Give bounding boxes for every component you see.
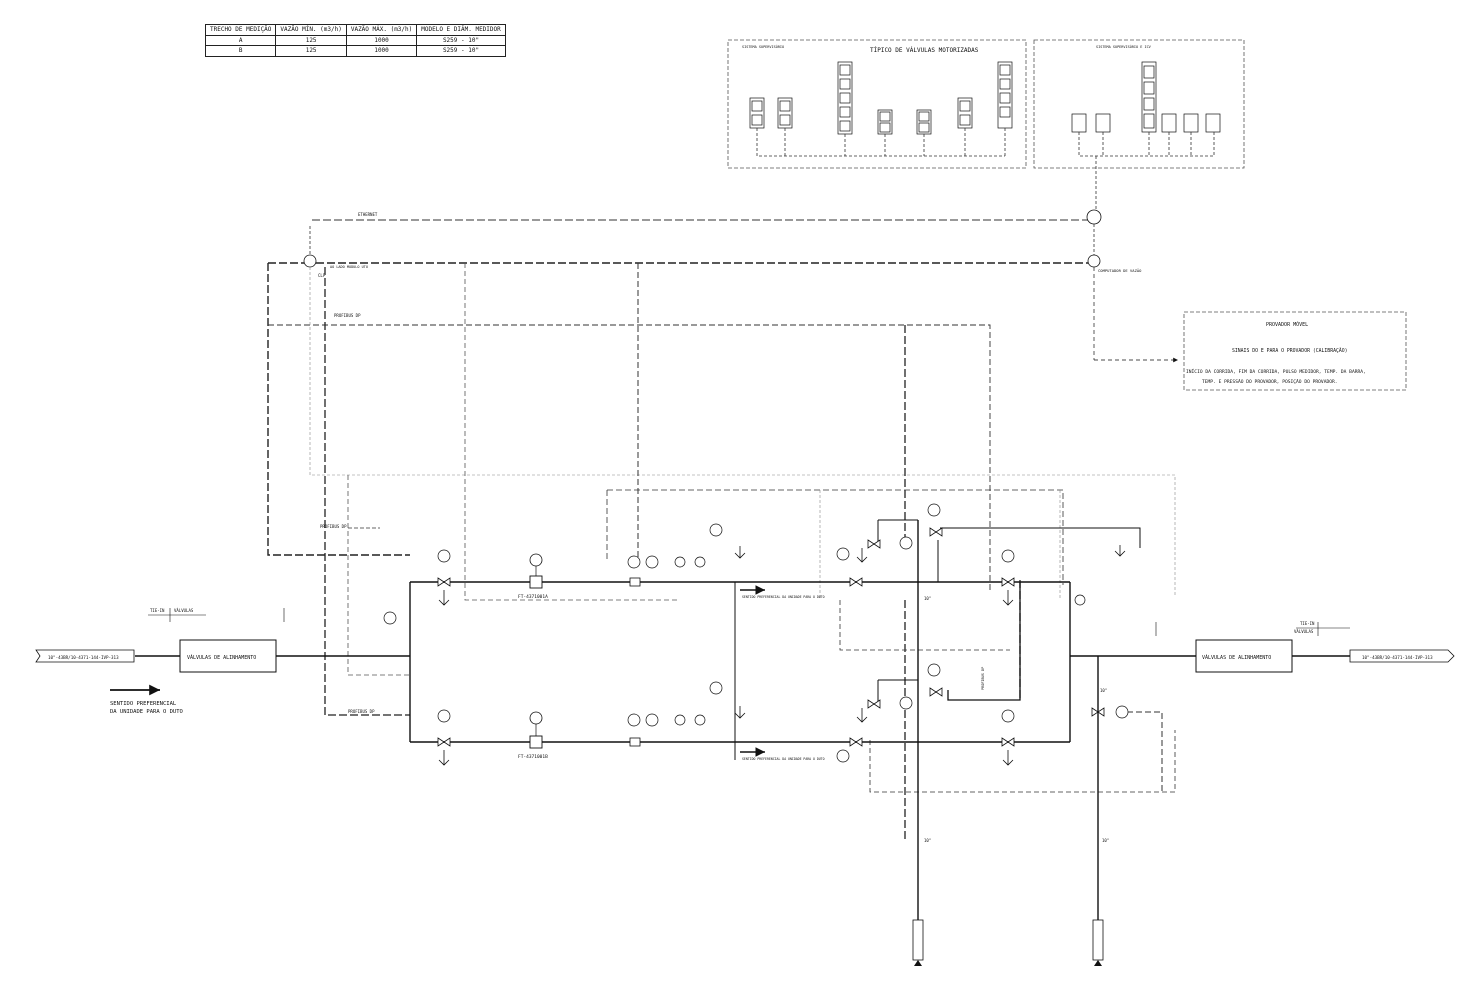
clp-symbol bbox=[303, 254, 317, 268]
valvulas-left-label: VÁLVULAS DE ALINHAMENTO bbox=[187, 654, 256, 661]
outlet-tag: 10"-43BR/10-4371-144-IVP-313 bbox=[1349, 649, 1455, 663]
run-arrows: SENTIDO PREFERENCIAL DA UNIDADE PARA O D… bbox=[740, 585, 825, 761]
table-header-row: TRECHO DE MEDIÇÃO VAZÃO MÍN. (m3/h) VAZÃ… bbox=[204, 24, 506, 36]
bottom-tags bbox=[912, 919, 1104, 966]
size-label: 10" bbox=[1102, 838, 1109, 843]
valvulas-alinhamento-left: VÁLVULAS DE ALINHAMENTO bbox=[179, 639, 277, 673]
process-piping bbox=[135, 519, 1352, 940]
sistema-left-label: SISTEMA SUPERVISÓRIO bbox=[742, 44, 784, 49]
provador-desc-1: INÍCIO DA CORRIDA, FIM DA CORRIDA, PULSO… bbox=[1186, 367, 1366, 375]
table-row: B 125 1000 S259 - 10" bbox=[204, 45, 506, 57]
computador-vazao-label: COMPUTADOR DE VAZÃO bbox=[1098, 268, 1142, 273]
profibus-bottom-label: PROFIBUS DP bbox=[348, 709, 375, 714]
flow-meter-b: FT-4371001B bbox=[518, 711, 548, 760]
size-label: 10" bbox=[924, 596, 931, 601]
sentido-line-2: DA UNIDADE PARA O DUTO bbox=[110, 709, 183, 715]
ethernet-label: ETHERNET bbox=[358, 212, 378, 217]
table-cell: S259 - 10" bbox=[416, 45, 506, 57]
flow-meter-a: FT-4371001A bbox=[518, 553, 548, 600]
tag-right: 10"-43BR/10-4371-144-IVP-313 bbox=[1362, 655, 1433, 660]
measurement-table: TRECHO DE MEDIÇÃO VAZÃO MÍN. (m3/h) VAZÃ… bbox=[204, 24, 506, 57]
tag-left: 10"-43BR/10-4371-144-IVP-313 bbox=[48, 655, 119, 660]
tie-in-left-label: TIE-IN bbox=[150, 608, 165, 613]
size-label: 10" bbox=[924, 838, 931, 843]
sistema-right-label: SISTEMA SUPERVISÓRIO E ICV bbox=[1096, 44, 1152, 49]
instrument-bubbles bbox=[383, 503, 1129, 763]
flow-computer-symbol bbox=[1087, 254, 1101, 268]
provador-title: PROVADOR MÓVEL bbox=[1266, 321, 1308, 328]
drains bbox=[438, 545, 1126, 766]
sentido-small-b: SENTIDO PREFERENCIAL DA UNIDADE PARA O D… bbox=[742, 757, 825, 761]
size-label: 10" bbox=[1100, 688, 1107, 693]
profibus-mid-label: PROFIBUS DP bbox=[320, 524, 347, 529]
profibus-top-label: PROFIBUS DP bbox=[334, 313, 361, 318]
sentido-small-a: SENTIDO PREFERENCIAL DA UNIDADE PARA O D… bbox=[742, 595, 825, 599]
valvulas-sp-right: VÁLVULAS bbox=[1294, 629, 1314, 634]
table-cell: 1000 bbox=[345, 45, 418, 57]
valvulas-right-label: VÁLVULAS DE ALINHAMENTO bbox=[1202, 654, 1271, 661]
valves bbox=[437, 527, 1105, 747]
supervisory-box-left: SISTEMA SUPERVISÓRIO TÍPICO DE VÁLVULAS … bbox=[727, 39, 1027, 169]
sentido-line-1: SENTIDO PREFERENCIAL bbox=[110, 701, 177, 707]
provador-sub: SINAIS DO E PARA O PROVADOR (CALIBRAÇÃO) bbox=[1232, 347, 1348, 354]
tie-in-right: TIE-IN VÁLVULAS bbox=[1155, 621, 1350, 636]
provador-box: PROVADOR MÓVEL SINAIS DO E PARA O PROVAD… bbox=[1183, 311, 1407, 391]
profibus-vertical-label: PROFIBUS DP bbox=[981, 667, 985, 690]
ft-b-label: FT-4371001B bbox=[518, 754, 548, 760]
tipico-title: TÍPICO DE VÁLVULAS MOTORIZADAS bbox=[870, 46, 979, 54]
clp-label: CLP bbox=[318, 273, 326, 278]
switch-symbol bbox=[1086, 209, 1102, 225]
sentido-preferencial: SENTIDO PREFERENCIAL DA UNIDADE PARA O D… bbox=[110, 684, 183, 715]
valvulas-alinhamento-right: VÁLVULAS DE ALINHAMENTO bbox=[1195, 639, 1293, 673]
tie-in-left: TIE-IN VÁLVULAS bbox=[148, 608, 285, 622]
valvulas-sp-left: VÁLVULAS bbox=[174, 608, 194, 613]
ethernet-network: ETHERNET COMPUTADOR DE VAZÃO CLP AO LADO… bbox=[267, 209, 1178, 840]
ft-a-label: FT-4371001A bbox=[518, 594, 548, 600]
tie-in-right-label: TIE-IN bbox=[1300, 621, 1315, 626]
provador-desc-2: TEMP. E PRESSÃO DO PROVADOR, POSIÇÃO DO … bbox=[1202, 378, 1338, 385]
clp-module-label: AO LADO MODULO UTU bbox=[330, 265, 368, 269]
inlet-tag: 10"-43BR/10-4371-144-IVP-313 bbox=[35, 649, 135, 663]
supervisory-box-right: SISTEMA SUPERVISÓRIO E ICV bbox=[1033, 39, 1245, 210]
